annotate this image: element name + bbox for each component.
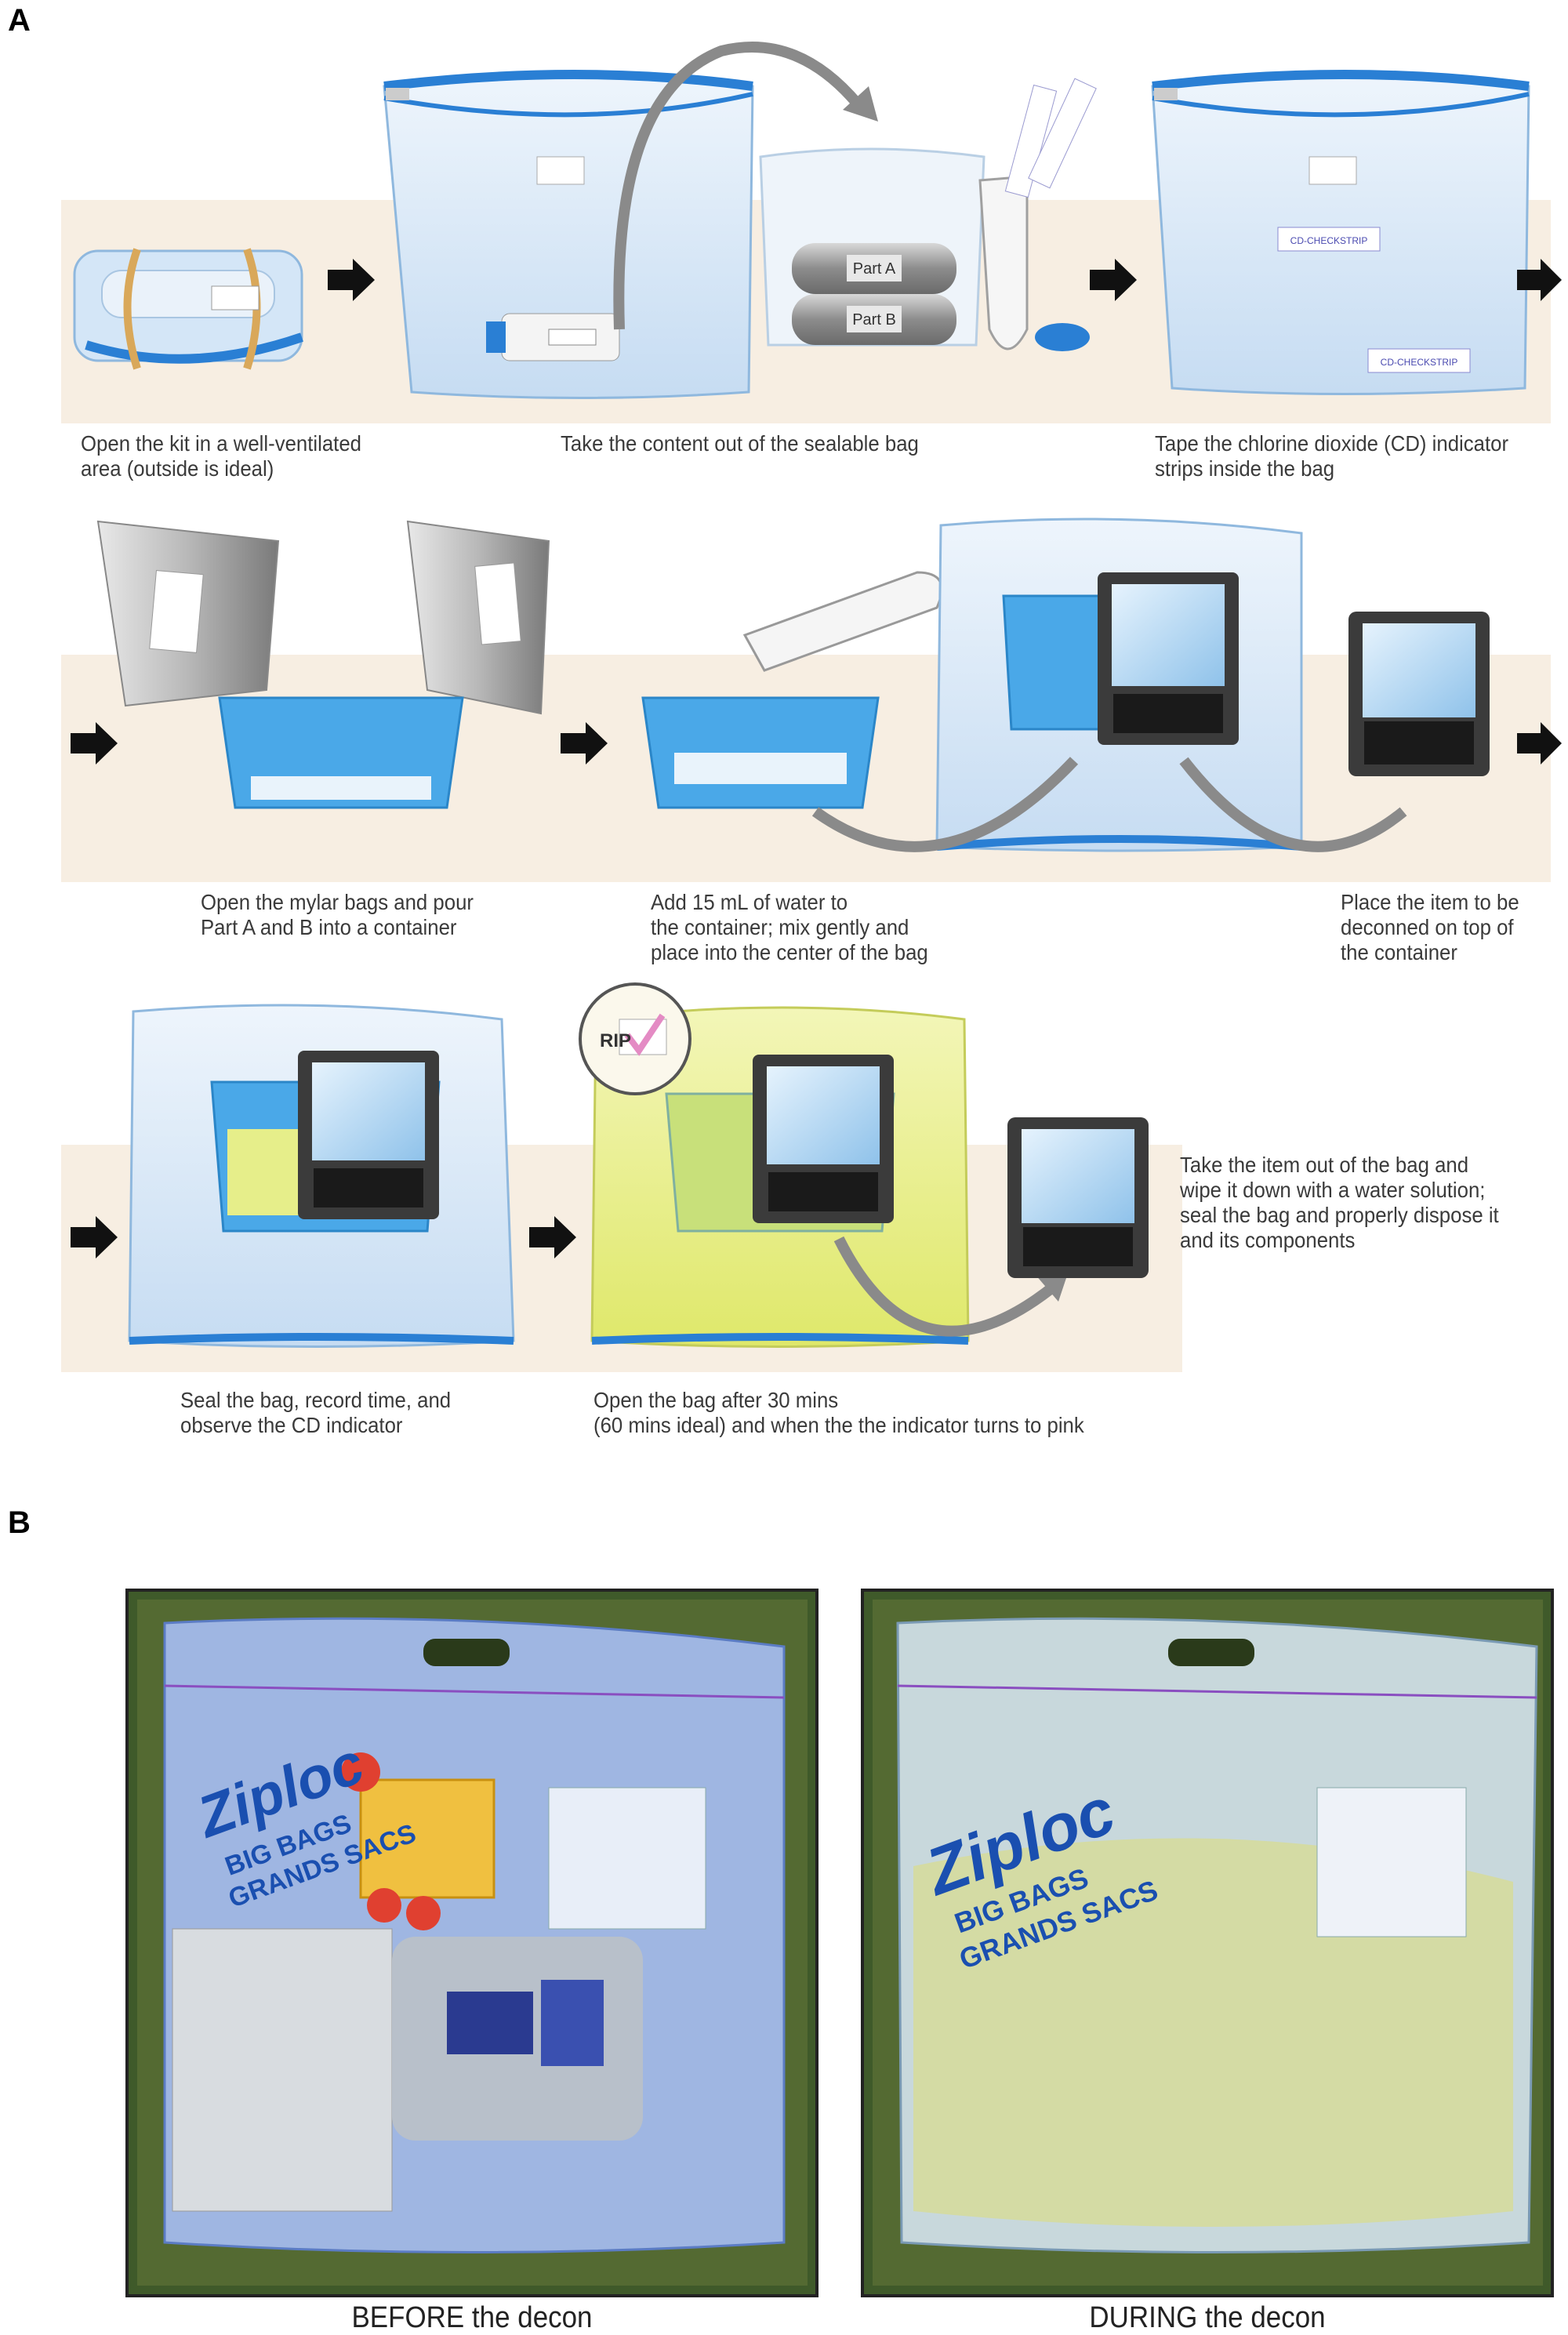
arrow-right-icon [71, 722, 118, 764]
electronic-device-icon [1348, 612, 1490, 776]
grands-sacs-label: GRANDS SACS [224, 1818, 419, 1914]
indicator-magnifier-icon: RIP [579, 982, 691, 1095]
container-icon [218, 696, 464, 809]
caption-take-content: Take the content out of the sealable bag [561, 431, 919, 456]
check-strip-label: CD-CHECKSTRIP [1290, 235, 1368, 246]
arrow-right-icon [1517, 259, 1562, 301]
part-a-label: Part A [853, 260, 896, 278]
curved-arrow-icon [1179, 757, 1407, 852]
arrow-right-icon [561, 722, 608, 764]
panel-a-illustration: Part A Part B CD-CHECKSTRIP CD-CHECKSTRI… [61, 42, 1562, 1372]
grands-sacs-label: GRANDS SACS [955, 1874, 1162, 1976]
arrow-right-icon [1517, 722, 1562, 764]
panel-letter-a: A [8, 3, 31, 38]
ziploc-logo: Ziploc [915, 1774, 1123, 1910]
arrow-right-icon [1090, 259, 1137, 301]
caption-tape-strips: Tape the chlorine dioxide (CD) indicator… [1155, 431, 1509, 481]
rip-label: RIP [600, 1030, 631, 1051]
part-b-canister-icon [792, 294, 956, 345]
container-icon [641, 696, 880, 809]
mylar-bag-part-a-icon [96, 520, 280, 707]
clean-device-icon [1007, 1117, 1149, 1278]
caption-during-decon: DURING the decon [1089, 2301, 1326, 2334]
caption-before-decon: BEFORE the decon [351, 2301, 593, 2334]
part-b-label: Part B [852, 311, 896, 329]
arrow-right-icon [328, 259, 375, 301]
mylar-bag-part-b-icon [406, 520, 550, 715]
bag-with-indicator-strips-icon: CD-CHECKSTRIP CD-CHECKSTRIP [1151, 70, 1530, 395]
sealable-bag-icon [383, 70, 754, 399]
bag-with-device-icon [935, 517, 1303, 852]
folded-kit-icon [73, 248, 303, 370]
curved-arrow-icon [833, 1236, 1058, 1337]
centrifuge-tube-icon [978, 78, 1097, 351]
arrow-right-icon [71, 1216, 118, 1258]
photo-before: Ziploc BIG BAGS GRANDS SACS [125, 1589, 818, 2297]
caption-open-bag: Open the bag after 30 mins(60 mins ideal… [593, 1388, 1084, 1437]
yellow-bag-with-device-icon [590, 1006, 970, 1348]
open-bag-with-parts-icon: Part A Part B [759, 147, 985, 347]
curved-arrow-icon [811, 757, 1079, 852]
arrow-right-icon [529, 1216, 576, 1258]
curved-arrow-icon [613, 42, 867, 330]
big-bags-label: BIG BAGS [950, 1861, 1092, 1939]
photo-during: Ziploc BIG BAGS GRANDS SACS [861, 1589, 1554, 2297]
sealed-bag-with-device-icon [128, 1004, 515, 1348]
big-bags-label: BIG BAGS [221, 1809, 355, 1882]
part-a-canister-icon [792, 243, 956, 294]
panel-letter-b: B [8, 1505, 31, 1540]
ziploc-logo: Ziploc [187, 1730, 372, 1850]
check-strip-label: CD-CHECKSTRIP [1381, 357, 1458, 368]
